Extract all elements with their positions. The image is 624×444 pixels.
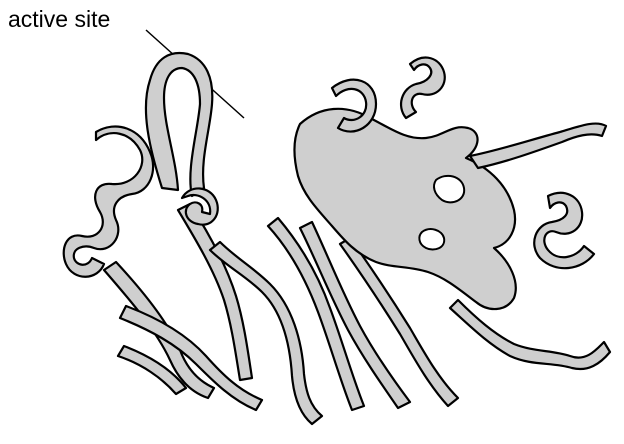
- ribbon-left-helix: [64, 126, 153, 276]
- ribbon-coil-right: [534, 193, 594, 268]
- ribbon-helix-upper-right: [401, 58, 445, 118]
- ribbon-strands: [64, 53, 610, 424]
- ribbon-curl-center: [182, 188, 218, 224]
- ribbon-strand-right: [470, 124, 606, 168]
- ribbon-hairpin-top: [146, 53, 212, 196]
- ribbon-hole-2: [419, 229, 444, 249]
- ribbon-strand-lower-right: [450, 300, 610, 369]
